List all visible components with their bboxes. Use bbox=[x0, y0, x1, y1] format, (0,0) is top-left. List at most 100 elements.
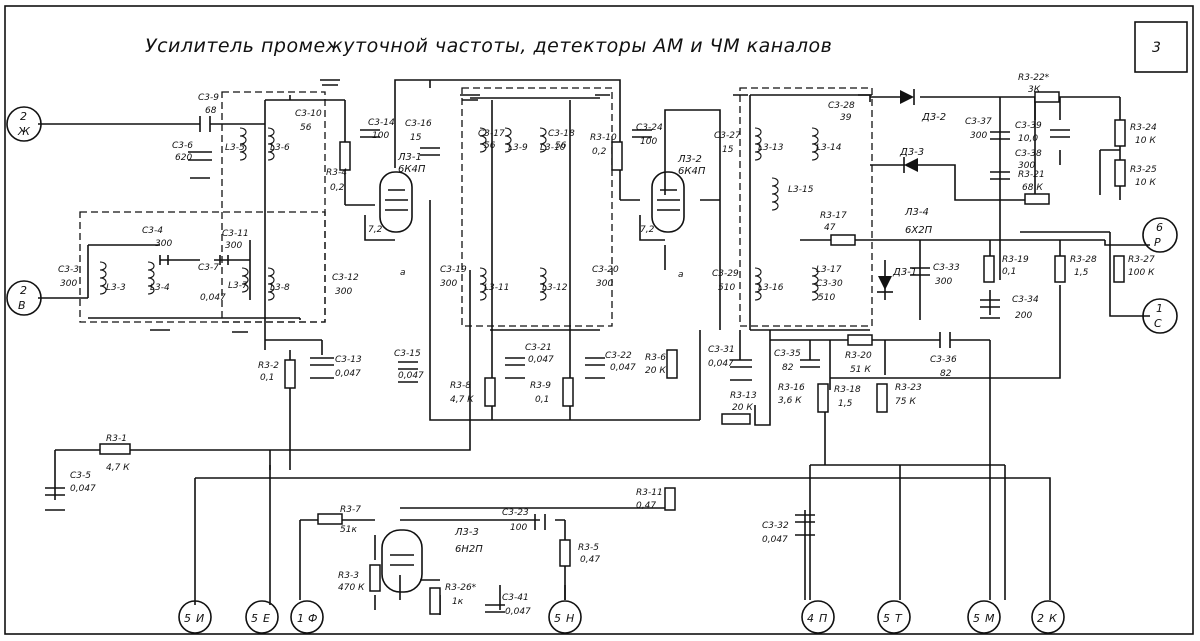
c3-33-val: 300 bbox=[935, 277, 952, 287]
c3-11-ref: C3-11 bbox=[222, 229, 249, 239]
coil-l3-16: L3-16 bbox=[758, 283, 784, 293]
terminal-zh-letter: Ж bbox=[17, 125, 31, 138]
c3-22-ref: C3-22 bbox=[605, 351, 632, 361]
page-number-box bbox=[1134, 21, 1188, 73]
diode-labels: Д3-1 Д3-2 Д3-3 bbox=[892, 112, 946, 278]
c3-6-val: 620 bbox=[175, 153, 192, 163]
c3-34-val: 200 bbox=[1015, 311, 1032, 321]
r3-22-val: 3К bbox=[1028, 85, 1041, 95]
c3-6-ref: C3-6 bbox=[172, 141, 193, 151]
tube-1-bias-label: 7,2 bbox=[368, 225, 383, 235]
resistor-bodies bbox=[99, 91, 1126, 615]
c3-37-val: 300 bbox=[970, 131, 987, 141]
r3-21-ref: R3-21 bbox=[1018, 170, 1045, 180]
r3-16-val: 3,6 К bbox=[778, 396, 802, 406]
r3-28-val: 1,5 bbox=[1074, 268, 1089, 278]
tube-2-bias-label: 7,2 bbox=[640, 225, 655, 235]
tube-4-type: 6Х2П bbox=[905, 225, 933, 236]
c3-12-val: 300 bbox=[335, 287, 352, 297]
r3-21-val: 68 К bbox=[1022, 183, 1043, 193]
c3-19-val: 300 bbox=[440, 279, 457, 289]
c3-41-val: 0,047 bbox=[505, 607, 531, 617]
terminal-i-num: 5 bbox=[184, 612, 191, 625]
r3-25-ref: R3-25 bbox=[1130, 165, 1157, 175]
c3-35-ref: C3-35 bbox=[774, 349, 801, 359]
r3-11-ref: R3-11 bbox=[636, 488, 663, 498]
terminal-labels: 2 Ж 2 В 6 Р 1 С 5 И 5 Е 1 Ф 5 Н 4 П 5 Т … bbox=[17, 110, 1163, 625]
c3-27-ref: C3-27 bbox=[714, 131, 741, 141]
coil-shapes bbox=[99, 127, 819, 301]
c3-27-val: 15 bbox=[722, 145, 734, 155]
c3-19-ref: C3-19 bbox=[440, 265, 467, 275]
c3-24-val: 100 bbox=[640, 137, 657, 147]
r3-1-val: 4,7 К bbox=[106, 463, 130, 473]
c3-5-ref: C3-5 bbox=[70, 471, 91, 481]
terminal-s-letter: С bbox=[1154, 317, 1162, 330]
c3-9-ref: C3-9 bbox=[198, 93, 219, 103]
c3-3-val: 300 bbox=[60, 279, 77, 289]
coil-labels: L3-3 L3-4 L3-5 L3-6 L3-7 L3-8 L3-9 L3-10… bbox=[106, 143, 842, 293]
tube-1-cathode-label: a bbox=[400, 268, 406, 278]
r3-6-ref: R3-6 bbox=[645, 353, 666, 363]
r3-17-ref: R3-17 bbox=[820, 211, 847, 221]
c3-17-ref: C3-17 bbox=[478, 129, 505, 139]
c3-10-val: 56 bbox=[300, 123, 312, 133]
r3-27-ref: R3-27 bbox=[1128, 255, 1155, 265]
c3-16-ref: C3-16 bbox=[405, 119, 432, 129]
r3-20-ref: R3-20 bbox=[845, 351, 872, 361]
c3-23-ref: C3-23 bbox=[502, 508, 529, 518]
c3-11-val: 300 bbox=[225, 241, 242, 251]
r3-19-val: 0,1 bbox=[1002, 267, 1016, 277]
coil-l3-9: L3-9 bbox=[508, 143, 528, 153]
c3-36-val: 82 bbox=[940, 369, 952, 379]
r3-16-ref: R3-16 bbox=[778, 383, 805, 393]
r3-9-val: 0,1 bbox=[535, 395, 549, 405]
r3-3-val: 470 К bbox=[338, 583, 365, 593]
r3-4-val: 0,2 bbox=[330, 183, 345, 193]
shield-filter-2 bbox=[461, 87, 613, 327]
c3-13-ref: C3-13 bbox=[335, 355, 362, 365]
coil-l3-8: L3-8 bbox=[270, 283, 290, 293]
coil-l3-6: L3-6 bbox=[270, 143, 290, 153]
terminal-k-num: 2 bbox=[1037, 612, 1044, 625]
terminal-r-letter: Р bbox=[1154, 236, 1161, 249]
c3-28-ref: C3-28 bbox=[828, 101, 855, 111]
c3-22-val: 0,047 bbox=[610, 363, 636, 373]
r3-1-ref: R3-1 bbox=[106, 434, 127, 444]
terminal-i-letter: И bbox=[196, 612, 204, 625]
c3-4-val: 300 bbox=[155, 239, 172, 249]
r3-26-ref: R3-26* bbox=[445, 583, 477, 593]
c3-18-val: 56 bbox=[555, 141, 567, 151]
c3-37-ref: C3-37 bbox=[965, 117, 992, 127]
c3-7-val: 0,047 bbox=[200, 293, 226, 303]
r3-13-val: 20 К bbox=[732, 403, 753, 413]
c3-9-val: 68 bbox=[205, 106, 217, 116]
terminal-k-letter: К bbox=[1049, 612, 1058, 625]
c3-15-ref: C3-15 bbox=[394, 349, 421, 359]
c3-14-val: 100 bbox=[372, 131, 389, 141]
resistor-labels: R3-1 4,7 К R3-2 0,1 R3-3 470 К R3-4 0,2 … bbox=[106, 73, 1157, 607]
tube-2-cathode-label: a bbox=[678, 270, 684, 280]
tube-3-ref: Л3-3 bbox=[454, 527, 479, 538]
c3-39-val: 10,0 bbox=[1018, 134, 1038, 144]
capacitor-plates bbox=[45, 116, 1070, 613]
r3-28-ref: R3-28 bbox=[1070, 255, 1097, 265]
r3-22-ref: R3-22* bbox=[1018, 73, 1050, 83]
r3-4-ref: R3-4 bbox=[326, 168, 347, 178]
c3-32-val: 0,047 bbox=[762, 535, 788, 545]
r3-9-ref: R3-9 bbox=[530, 381, 551, 391]
r3-18-val: 1,5 bbox=[838, 399, 853, 409]
r3-18-ref: R3-18 bbox=[834, 385, 861, 395]
coil-l3-7: L3-7 bbox=[228, 281, 248, 291]
diode-3-label: Д3-3 bbox=[899, 147, 924, 158]
r3-20-val: 51 К bbox=[850, 365, 871, 375]
r3-5-val: 0,47 bbox=[580, 555, 600, 565]
coil-l3-4: L3-4 bbox=[150, 283, 170, 293]
c3-38-val: 300 bbox=[1018, 161, 1035, 171]
grounds bbox=[45, 177, 1000, 536]
c3-4-ref: C3-4 bbox=[142, 226, 163, 236]
r3-7-val: 51к bbox=[340, 525, 357, 535]
r3-11-val: 0,47 bbox=[636, 501, 656, 511]
r3-7-ref: R3-7 bbox=[340, 505, 361, 515]
